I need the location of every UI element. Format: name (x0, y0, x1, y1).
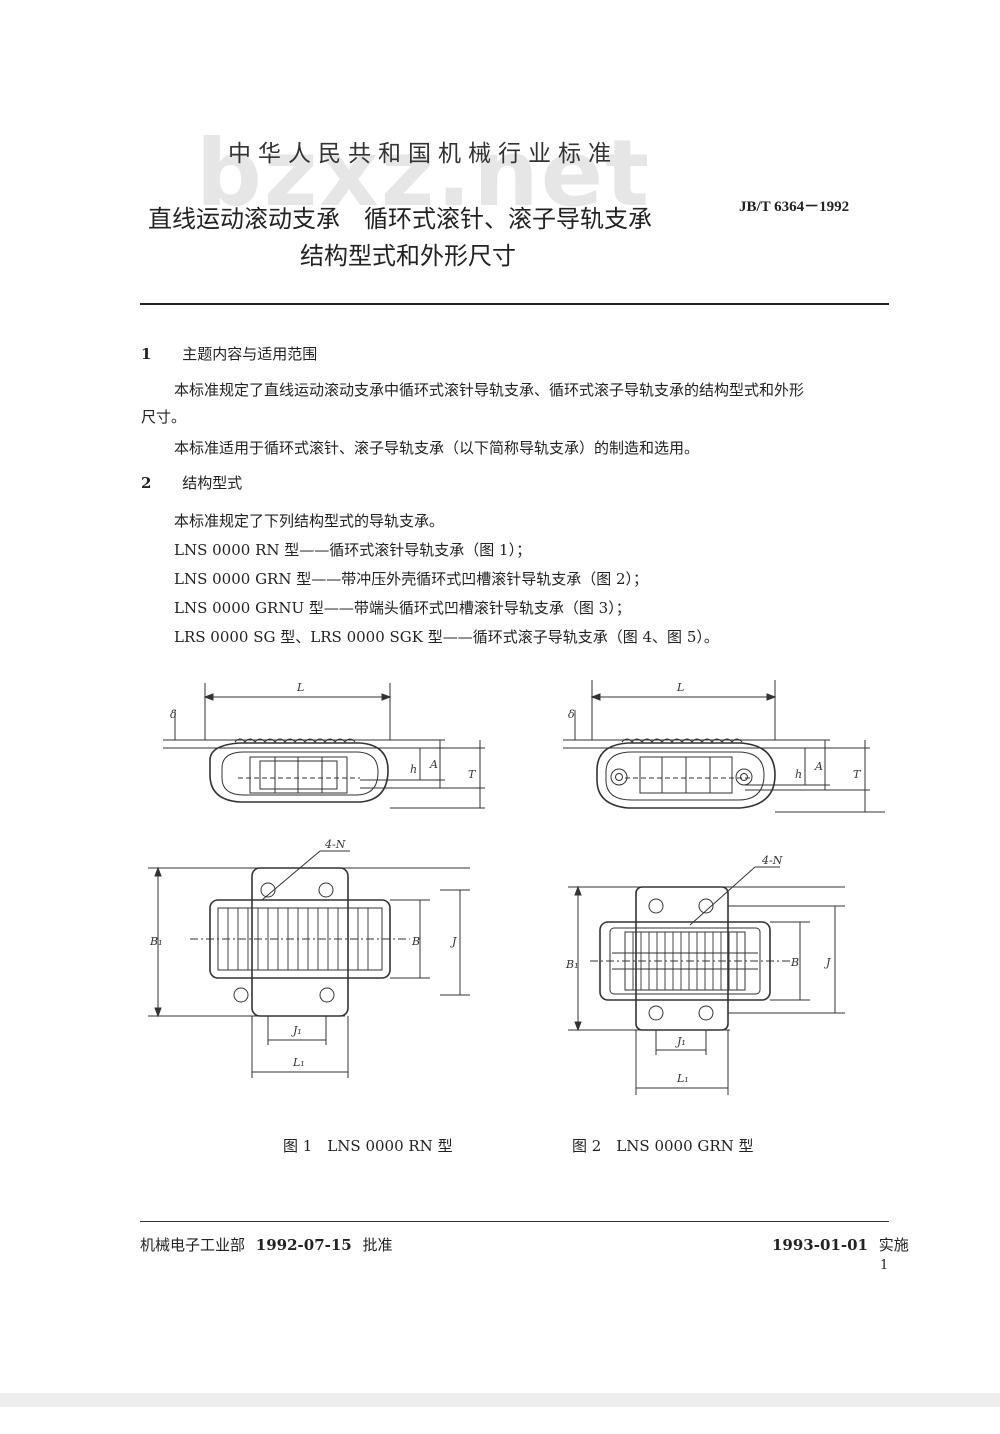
label-J1: J₁ (675, 1035, 686, 1048)
paragraph: 本标准规定了直线运动滚动支承中循环式滚针导轨支承、循环式滚子导轨支承的结构型式和… (174, 381, 805, 399)
paragraph: 尺寸。 (141, 408, 187, 426)
implementation-label: 实施 (878, 1236, 909, 1254)
type-item: LNS 0000 GRN 型——带冲压外壳循环式凹槽滚针导轨支承（图 2）； (174, 570, 649, 588)
figure-1-caption: 图 1 LNS 0000 RN 型 (283, 1137, 453, 1155)
figure-2-plan-view: 4-N (565, 854, 845, 1095)
label-4N: 4-N (761, 854, 783, 867)
label-h: h (795, 768, 802, 781)
standard-number: JB/T 6364－1992 (739, 199, 850, 215)
label-T: T (853, 768, 862, 781)
label-B: B (790, 956, 799, 969)
section-number: 2 (141, 474, 152, 492)
paragraph: 本标准适用于循环式滚针、滚子导轨支承（以下简称导轨支承）的制造和选用。 (174, 439, 700, 457)
label-delta: δ (568, 708, 575, 721)
label-B: B (411, 935, 420, 948)
approval-date: 1992-07-15 (255, 1236, 352, 1254)
label-B1: B₁ (565, 958, 579, 971)
section-title: 主题内容与适用范围 (182, 345, 318, 363)
label-T: T (468, 768, 477, 781)
paragraph: 本标准规定了下列结构型式的导轨支承。 (174, 512, 445, 530)
label-L: L (676, 681, 684, 694)
label-L1: L₁ (292, 1056, 305, 1069)
label-J1: J₁ (291, 1024, 302, 1037)
implementation-date: 1993-01-01 (772, 1236, 868, 1254)
label-4N: 4-N (324, 838, 346, 851)
section-title: 结构型式 (182, 474, 243, 492)
watermark: bzxz.net (196, 120, 652, 227)
header-rule (140, 303, 889, 305)
label-J: J (450, 935, 457, 948)
section-1-heading: 1 主题内容与适用范围 (141, 343, 317, 365)
figure-1-side-view: L δ h A T (163, 681, 485, 809)
footer-approval: 机械电子工业部 1992-07-15 批准 (140, 1234, 393, 1255)
footer-implementation: 1993-01-01 实施 (772, 1234, 909, 1255)
title-line-1: 直线运动滚动支承 循环式滚针、滚子导轨支承 (148, 205, 652, 233)
approval-label: 批准 (362, 1236, 393, 1254)
page-number: 1 (880, 1258, 889, 1273)
label-L: L (296, 681, 304, 694)
label-J: J (824, 956, 831, 969)
figure-1-plan-view: 4-N B₁ (148, 838, 470, 1078)
footer-rule (140, 1221, 889, 1222)
type-item: LNS 0000 GRNU 型——带端头循环式凹槽滚针导轨支承（图 3）； (174, 599, 631, 617)
title-line-2: 结构型式和外形尺寸 (300, 242, 516, 270)
label-L1: L₁ (676, 1072, 689, 1085)
approving-authority: 机械电子工业部 (140, 1236, 246, 1254)
figure-2-side-view: L δ h A T (563, 680, 885, 813)
type-item: LRS 0000 SG 型、LRS 0000 SGK 型——循环式滚子导轨支承（… (174, 628, 719, 646)
label-B1: B₁ (149, 935, 163, 948)
figure-2-caption: 图 2 LNS 0000 GRN 型 (572, 1137, 754, 1155)
label-delta: δ (170, 708, 177, 721)
issuing-organization: 中华人民共和国机械行业标准 (228, 141, 618, 167)
section-2-heading: 2 结构型式 (141, 472, 242, 494)
label-A: A (429, 758, 438, 771)
section-number: 1 (141, 345, 152, 363)
label-A: A (814, 760, 823, 773)
bottom-band (0, 1393, 1000, 1407)
type-item: LNS 0000 RN 型——循环式滚针导轨支承（图 1）； (174, 541, 532, 559)
label-h: h (410, 763, 417, 776)
